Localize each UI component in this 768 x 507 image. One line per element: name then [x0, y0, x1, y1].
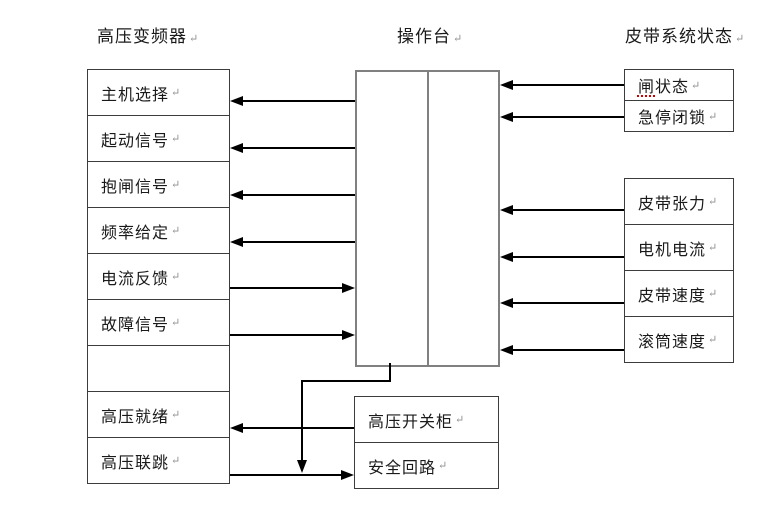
connector-line — [230, 334, 343, 336]
arrowhead-down-icon — [297, 460, 307, 473]
arrowhead-right-icon — [342, 283, 355, 293]
box-gate-status: 闸状态↵ — [624, 69, 734, 101]
arrowhead-left-icon — [500, 80, 513, 90]
box-current-feedback: 电流反馈↵ — [87, 253, 230, 300]
connector-line — [230, 287, 343, 289]
box-hv-trip: 高压联跳↵ — [87, 437, 230, 484]
box-estop-interlock: 急停闭锁↵ — [624, 100, 734, 132]
box-drum-speed: 滚筒速度↵ — [624, 316, 734, 363]
box-label: 高压开关柜 — [368, 413, 454, 431]
connector-line — [512, 302, 624, 304]
title-console: 操作台↵ — [397, 22, 462, 47]
connector-line — [512, 349, 624, 351]
box-host-select: 主机选择↵ — [87, 69, 230, 116]
box-label: 急停闭锁 — [638, 110, 707, 127]
arrowhead-right-icon — [342, 330, 355, 340]
paragraph-mark-icon: ↵ — [708, 110, 718, 123]
title-hv-vfd: 高压变频器↵ — [97, 22, 198, 47]
title-console-text: 操作台 — [397, 27, 451, 46]
paragraph-mark-icon: ↵ — [171, 409, 181, 421]
box-belt-speed: 皮带速度↵ — [624, 270, 734, 317]
arrowhead-left-icon — [500, 205, 513, 215]
arrowhead-left-icon — [230, 423, 243, 433]
connector-line — [512, 209, 624, 211]
box-motor-current: 电机电流↵ — [624, 224, 734, 271]
switchgear-panel: 高压开关柜↵ 安全回路↵ — [354, 396, 499, 489]
paragraph-mark-icon: ↵ — [171, 225, 181, 237]
box-label: 高压联跳 — [101, 454, 170, 472]
console-divider — [427, 72, 429, 365]
box-label: 起动信号 — [101, 132, 170, 150]
title-belt-status: 皮带系统状态↵ — [625, 22, 744, 47]
console-box — [355, 70, 500, 367]
box-start-signal: 起动信号↵ — [87, 115, 230, 162]
paragraph-mark-icon: ↵ — [691, 79, 701, 92]
paragraph-mark-icon: ↵ — [708, 334, 718, 346]
box-label: 故障信号 — [101, 316, 170, 334]
paragraph-mark-icon: ↵ — [171, 271, 181, 283]
paragraph-mark-icon: ↵ — [438, 460, 448, 472]
arrowhead-left-icon — [230, 143, 243, 153]
paragraph-mark-icon: ↵ — [171, 317, 181, 329]
box-hv-ready: 高压就绪↵ — [87, 391, 230, 438]
paragraph-mark-icon: ↵ — [708, 242, 718, 254]
paragraph-mark-icon: ↵ — [455, 414, 465, 426]
connector-line — [242, 241, 355, 243]
box-hv-switchgear: 高压开关柜↵ — [354, 396, 499, 443]
connector-line — [230, 474, 342, 476]
spellcheck-underline — [637, 92, 655, 97]
belt-status-group1: 闸状态↵ 急停闭锁↵ — [624, 69, 734, 132]
box-brake-signal: 抱闸信号↵ — [87, 161, 230, 208]
arrowhead-right-icon — [341, 470, 354, 480]
connector-line — [301, 380, 303, 461]
title-hv-vfd-text: 高压变频器 — [97, 27, 187, 46]
arrowhead-left-icon — [230, 237, 243, 247]
paragraph-mark-icon: ↵ — [171, 455, 181, 467]
box-safety-loop: 安全回路↵ — [354, 442, 499, 489]
paragraph-mark-icon: ↵ — [171, 87, 181, 99]
arrowhead-left-icon — [230, 96, 243, 106]
connector-line — [512, 116, 624, 118]
paragraph-mark-icon: ↵ — [171, 133, 181, 145]
paragraph-mark-icon: ↵ — [735, 33, 745, 45]
title-belt-status-text: 皮带系统状态 — [625, 27, 733, 46]
box-belt-tension: 皮带张力↵ — [624, 178, 734, 225]
box-label: 皮带张力 — [638, 195, 707, 213]
box-freq-setpoint: 频率给定↵ — [87, 207, 230, 254]
connector-line — [389, 363, 391, 381]
paragraph-mark-icon: ↵ — [189, 33, 199, 45]
connector-line — [512, 256, 624, 258]
connector-line — [242, 147, 355, 149]
box-label: 抱闸信号 — [101, 178, 170, 196]
connector-line — [512, 84, 624, 86]
box-label: 安全回路 — [368, 459, 437, 477]
belt-status-group2: 皮带张力↵ 电机电流↵ 皮带速度↵ 滚筒速度↵ — [624, 178, 734, 363]
arrowhead-left-icon — [500, 345, 513, 355]
box-fault-signal: 故障信号↵ — [87, 299, 230, 346]
box-label: 闸状态 — [638, 79, 690, 96]
box-empty — [87, 345, 230, 392]
arrowhead-left-icon — [500, 252, 513, 262]
box-label: 滚筒速度 — [638, 333, 707, 351]
connector-line — [242, 194, 355, 196]
box-label: 高压就绪 — [101, 408, 170, 426]
connector-line — [242, 100, 355, 102]
paragraph-mark-icon: ↵ — [453, 33, 463, 45]
box-label: 主机选择 — [101, 86, 170, 104]
arrowhead-left-icon — [500, 112, 513, 122]
box-label: 电机电流 — [638, 241, 707, 259]
connector-line — [242, 427, 354, 429]
arrowhead-left-icon — [230, 190, 243, 200]
paragraph-mark-icon: ↵ — [708, 288, 718, 300]
box-label: 皮带速度 — [638, 287, 707, 305]
connector-line — [301, 380, 391, 382]
paragraph-mark-icon: ↵ — [708, 196, 718, 208]
hv-vfd-panel: 主机选择↵ 起动信号↵ 抱闸信号↵ 频率给定↵ 电流反馈↵ 故障信号↵ 高压就绪… — [87, 69, 230, 484]
box-label: 电流反馈 — [101, 270, 170, 288]
box-label: 频率给定 — [101, 224, 170, 242]
arrowhead-left-icon — [500, 298, 513, 308]
paragraph-mark-icon: ↵ — [171, 179, 181, 191]
